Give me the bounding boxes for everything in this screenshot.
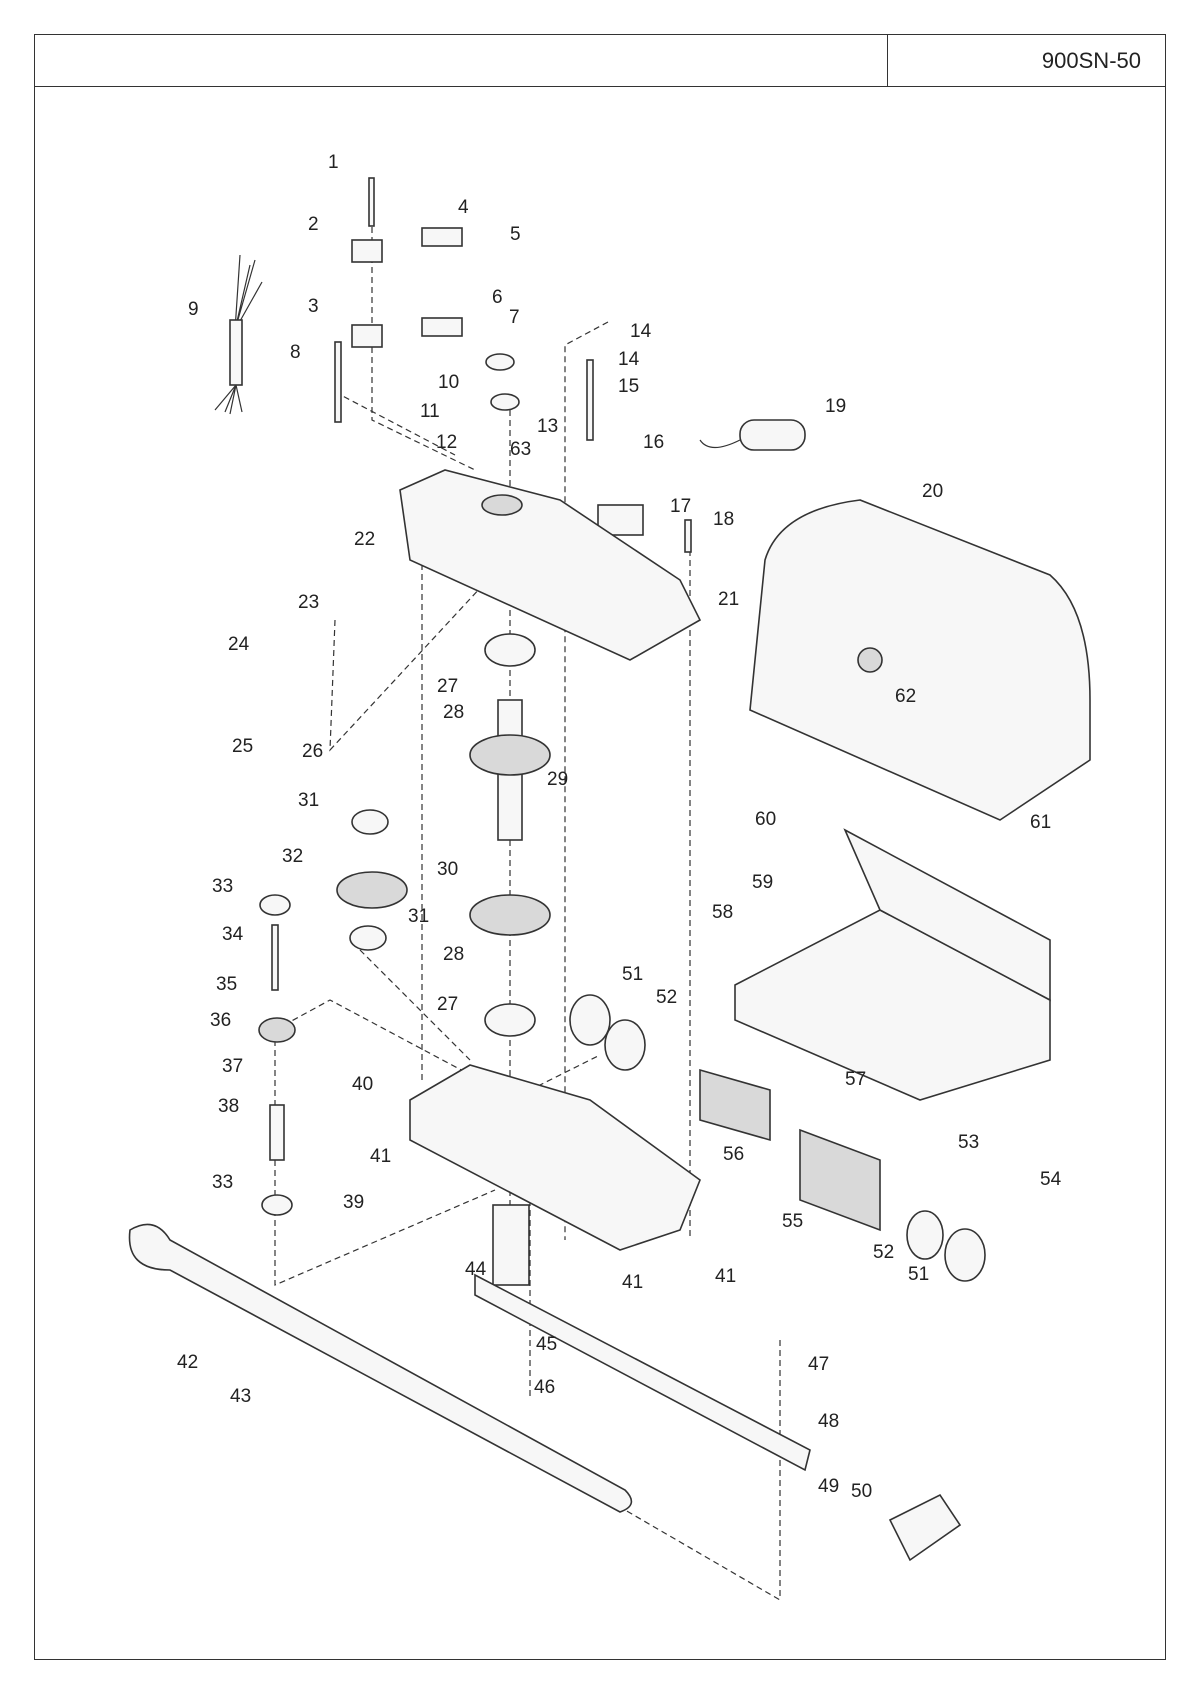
callout-45: 45 bbox=[536, 1334, 557, 1355]
callout-30: 30 bbox=[437, 859, 458, 880]
callout-19: 19 bbox=[825, 396, 846, 417]
callout-49: 49 bbox=[818, 1476, 839, 1497]
callout-6: 6 bbox=[492, 287, 503, 308]
motor-assembly bbox=[569, 994, 986, 1282]
callout-48: 48 bbox=[818, 1411, 839, 1432]
lower-gearbox-housing bbox=[409, 1064, 701, 1251]
callout-29: 29 bbox=[547, 769, 568, 790]
callout-60: 60 bbox=[755, 809, 776, 830]
callout-8: 8 bbox=[290, 342, 301, 363]
callout-34: 34 bbox=[222, 924, 244, 945]
part-callouts: 1 2 3 4 5 6 7 8 9 10 11 12 13 14 14 15 1… bbox=[177, 152, 1062, 1502]
callout-28a: 28 bbox=[443, 702, 464, 723]
callout-46: 46 bbox=[534, 1377, 555, 1398]
callout-50: 50 bbox=[851, 1481, 872, 1502]
callout-21: 21 bbox=[718, 589, 739, 610]
callout-41c: 41 bbox=[715, 1266, 736, 1287]
callout-15: 15 bbox=[618, 376, 639, 397]
callout-28b: 28 bbox=[443, 944, 464, 965]
callout-12: 12 bbox=[436, 432, 457, 453]
title-block-divider bbox=[887, 35, 888, 87]
title-block: 900SN-50 bbox=[35, 35, 1165, 87]
callout-32: 32 bbox=[282, 846, 303, 867]
callout-43: 43 bbox=[230, 1386, 251, 1407]
callout-33b: 33 bbox=[212, 1172, 233, 1193]
callout-44: 44 bbox=[465, 1259, 487, 1280]
callout-11: 11 bbox=[420, 401, 440, 422]
callout-27b: 27 bbox=[437, 994, 458, 1015]
capacitor bbox=[699, 419, 806, 451]
gear-train bbox=[258, 633, 551, 1216]
callout-51b: 51 bbox=[908, 1264, 929, 1285]
callout-1: 1 bbox=[328, 152, 339, 173]
callout-3: 3 bbox=[308, 296, 319, 317]
callout-41b: 41 bbox=[622, 1272, 643, 1293]
callout-56: 56 bbox=[723, 1144, 744, 1165]
callout-42: 42 bbox=[177, 1352, 198, 1373]
callout-5: 5 bbox=[510, 224, 521, 245]
callout-52a: 52 bbox=[656, 987, 677, 1008]
assembly-lines bbox=[159, 207, 781, 1601]
drawing-sheet: 900SN-50 bbox=[34, 34, 1166, 1660]
callout-20: 20 bbox=[922, 481, 943, 502]
callout-38: 38 bbox=[218, 1096, 239, 1117]
callout-9: 9 bbox=[188, 299, 199, 320]
callout-58: 58 bbox=[712, 902, 733, 923]
callout-51a: 51 bbox=[622, 964, 643, 985]
small-hardware bbox=[334, 177, 692, 553]
callout-13: 13 bbox=[537, 416, 558, 437]
callout-52b: 52 bbox=[873, 1242, 894, 1263]
upper-gearbox-housing bbox=[399, 469, 702, 661]
callout-41a: 41 bbox=[370, 1146, 391, 1167]
callout-10: 10 bbox=[438, 372, 459, 393]
callout-57: 57 bbox=[845, 1069, 866, 1090]
callout-54: 54 bbox=[1040, 1169, 1062, 1190]
callout-47: 47 bbox=[808, 1354, 829, 1375]
lever-arm bbox=[128, 1204, 962, 1562]
callout-33a: 33 bbox=[212, 876, 233, 897]
callout-37: 37 bbox=[222, 1056, 243, 1077]
callout-61: 61 bbox=[1030, 812, 1051, 833]
callout-16: 16 bbox=[643, 432, 664, 453]
callout-36: 36 bbox=[210, 1010, 231, 1031]
callout-26: 26 bbox=[302, 741, 323, 762]
callout-14a: 14 bbox=[630, 321, 652, 342]
callout-53: 53 bbox=[958, 1132, 979, 1153]
callout-24: 24 bbox=[228, 634, 250, 655]
callout-27a: 27 bbox=[437, 676, 458, 697]
callout-31b: 31 bbox=[408, 906, 429, 927]
callout-17: 17 bbox=[670, 496, 691, 517]
callout-2: 2 bbox=[308, 214, 319, 235]
model-code: 900SN-50 bbox=[1041, 48, 1141, 73]
callout-55: 55 bbox=[782, 1211, 803, 1232]
callout-39: 39 bbox=[343, 1192, 364, 1213]
wire-harness bbox=[214, 254, 263, 415]
callout-35: 35 bbox=[216, 974, 237, 995]
callout-4: 4 bbox=[458, 197, 469, 218]
callout-14b: 14 bbox=[618, 349, 640, 370]
callout-25: 25 bbox=[232, 736, 253, 757]
callout-62: 62 bbox=[895, 686, 916, 707]
callout-22: 22 bbox=[354, 529, 375, 550]
callout-23: 23 bbox=[298, 592, 319, 613]
callout-40: 40 bbox=[352, 1074, 373, 1095]
callout-59: 59 bbox=[752, 872, 773, 893]
callout-31a: 31 bbox=[298, 790, 319, 811]
callout-7: 7 bbox=[509, 307, 520, 328]
callout-18: 18 bbox=[713, 509, 734, 530]
callout-63: 63 bbox=[510, 439, 531, 460]
motor-cover bbox=[749, 499, 1091, 821]
mounting-plate bbox=[734, 828, 1051, 1101]
